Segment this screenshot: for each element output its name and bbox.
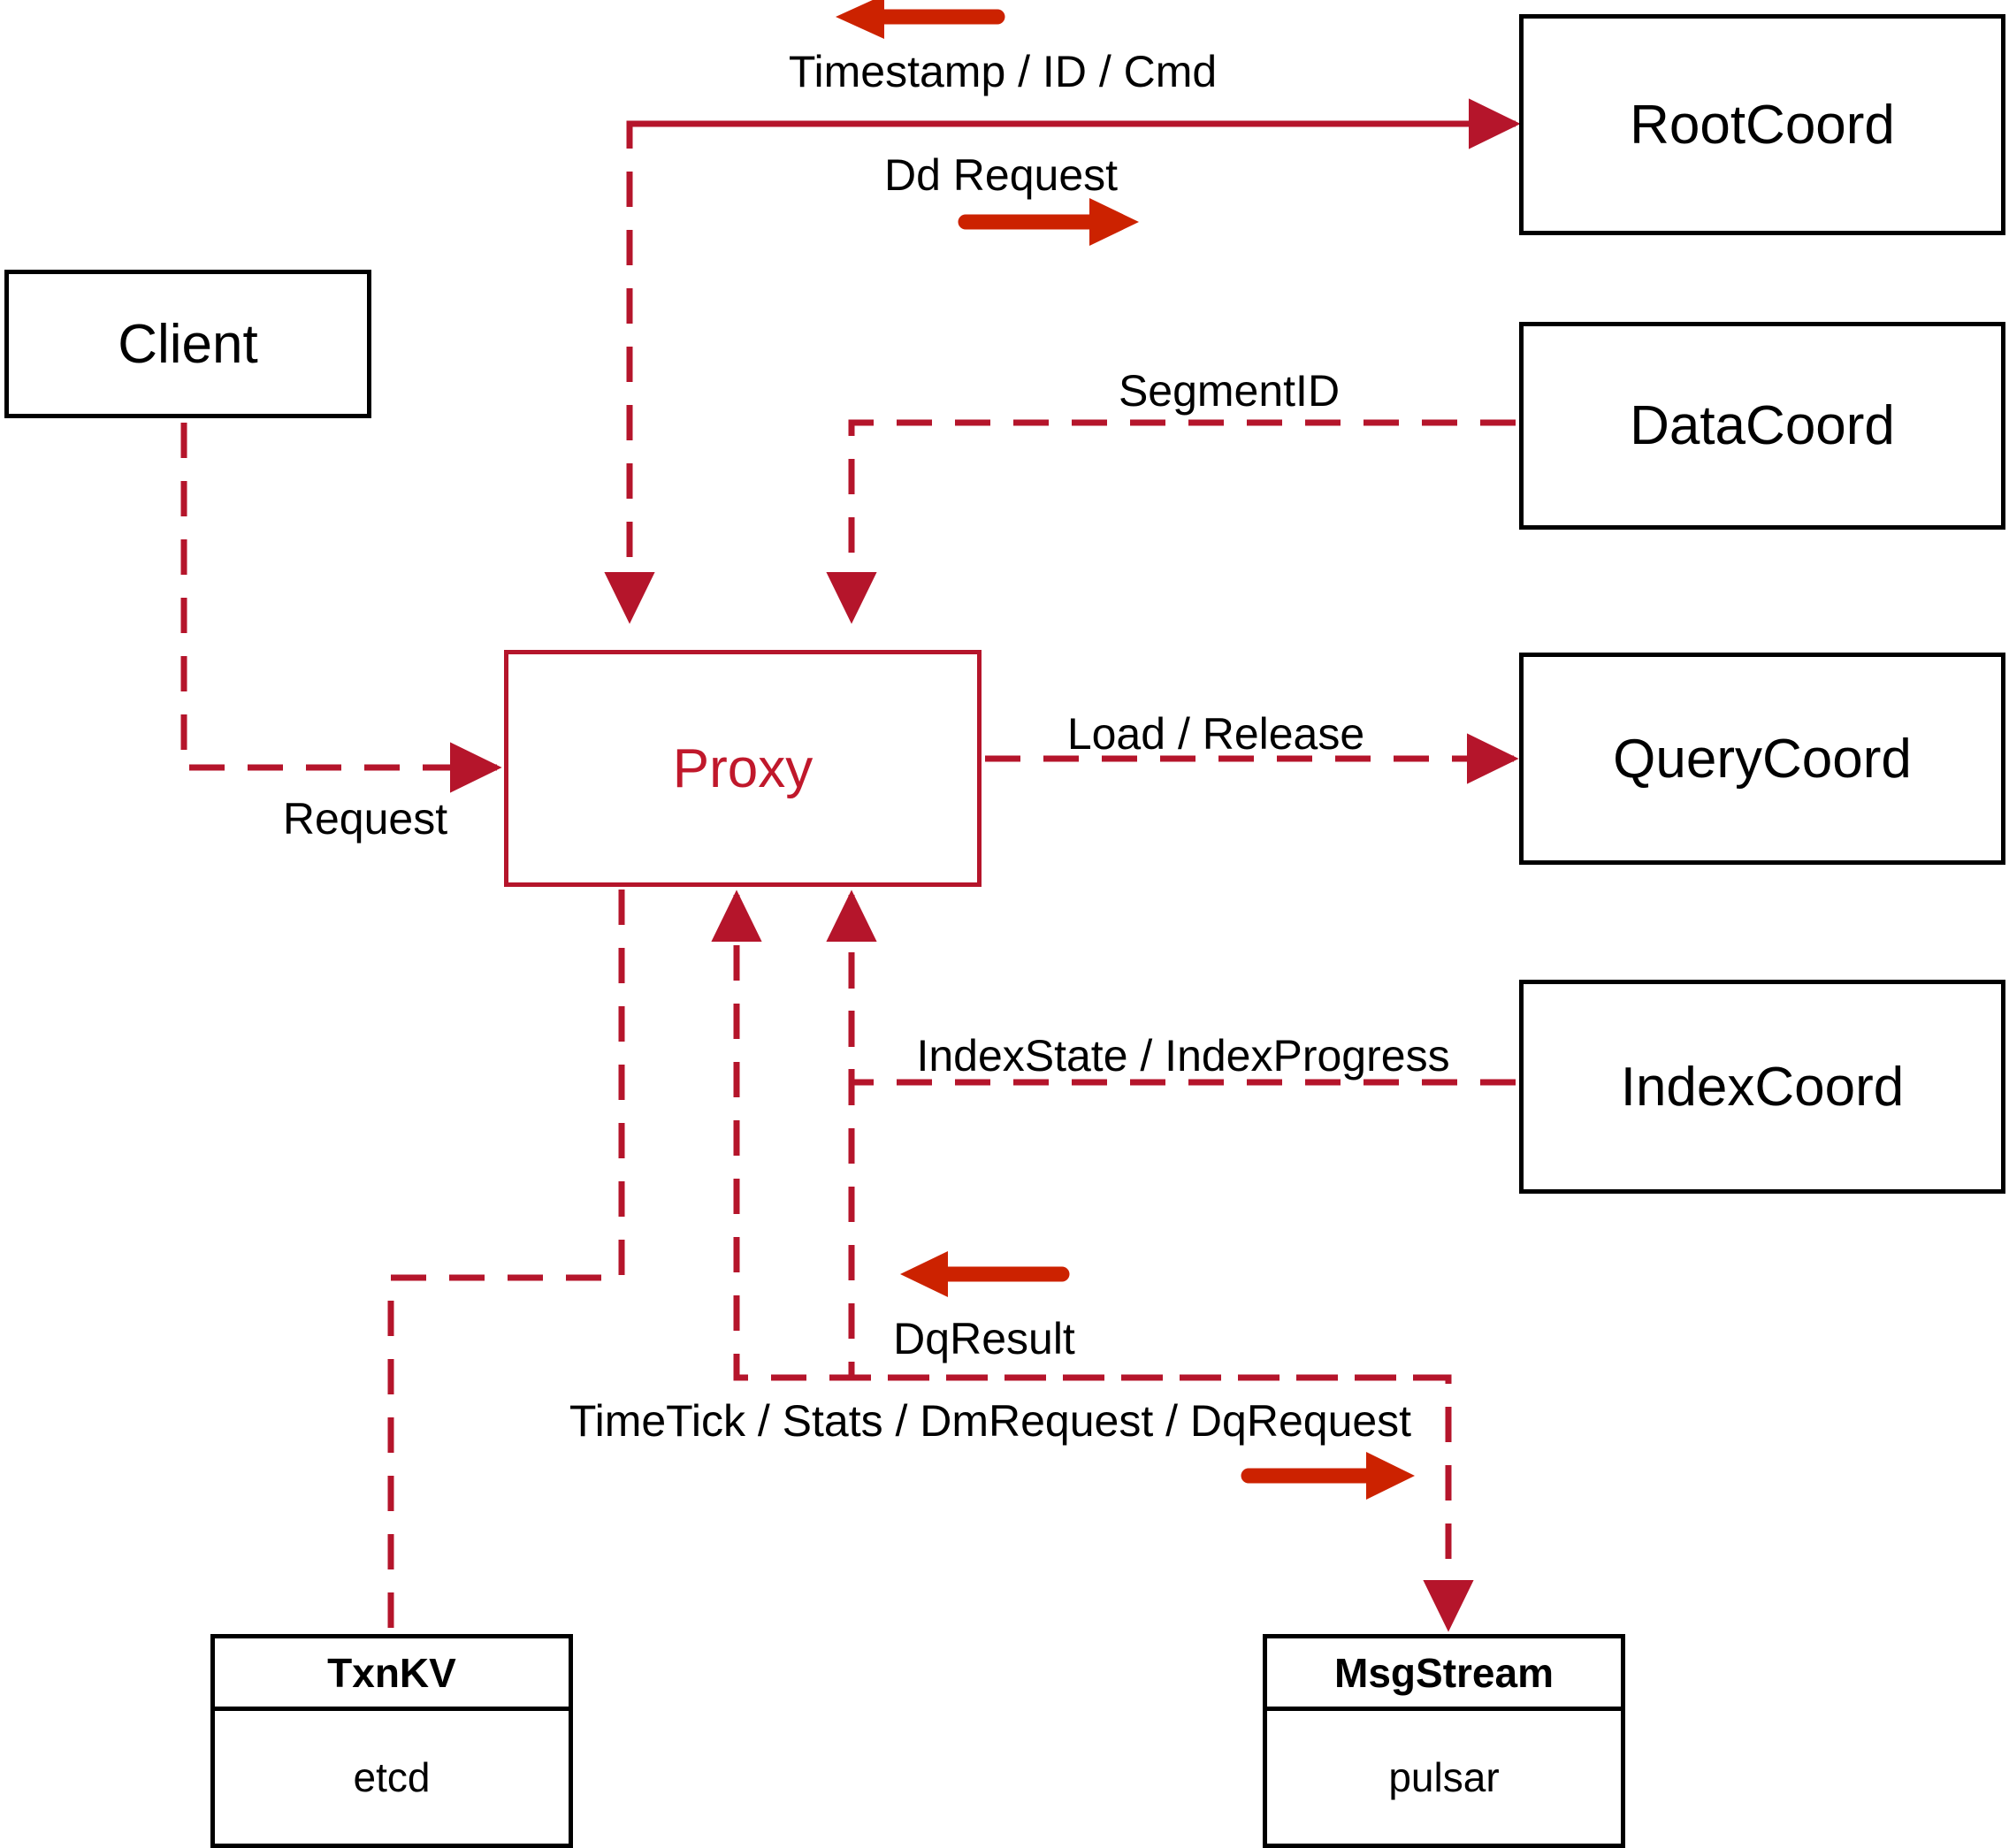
node-querycoord[interactable]: QueryCoord — [1519, 653, 2005, 865]
edge-dq-result — [711, 890, 1448, 1381]
node-proxy[interactable]: Proxy — [504, 650, 982, 887]
direction-arrow-dq-result — [900, 1251, 1070, 1297]
edge-label-dd-request: Dd Request — [883, 150, 1119, 200]
edge-proxy-txnkv — [387, 890, 625, 1634]
direction-arrow-time-tick — [1241, 1452, 1415, 1500]
edge-label-index-state-progress: IndexState / IndexProgress — [916, 1031, 1450, 1081]
edge-label-dq-result: DqResult — [893, 1314, 1075, 1363]
node-querycoord-label: QueryCoord — [1613, 728, 1912, 790]
node-msgstream-header: MsgStream — [1267, 1638, 1621, 1711]
edge-time-tick-stats — [848, 895, 1474, 1632]
direction-arrow-timestamp — [836, 0, 1005, 39]
direction-arrow-dd-request — [958, 198, 1139, 246]
edge-request — [180, 423, 502, 793]
node-msgstream-header-label: MsgStream — [1334, 1649, 1554, 1696]
node-rootcoord-label: RootCoord — [1630, 94, 1895, 156]
node-client-label: Client — [118, 313, 258, 375]
node-msgstream[interactable]: MsgStream pulsar — [1263, 1634, 1625, 1848]
node-client[interactable]: Client — [4, 270, 371, 418]
node-txnkv-header-label: TxnKV — [327, 1649, 456, 1696]
node-txnkv-header: TxnKV — [215, 1638, 569, 1711]
node-rootcoord[interactable]: RootCoord — [1519, 14, 2005, 235]
node-txnkv-body-label: etcd — [353, 1754, 431, 1800]
edge-label-time-tick-stats: TimeTick / Stats / DmRequest / DqRequest — [569, 1396, 1412, 1446]
edge-label-timestamp-id-cmd: Timestamp / ID / Cmd — [788, 47, 1218, 96]
edge-label-segment-id: SegmentID — [1118, 366, 1341, 416]
edge-label-load-release: Load / Release — [1066, 709, 1365, 759]
node-txnkv[interactable]: TxnKV etcd — [210, 1634, 573, 1848]
edge-segment-id — [826, 419, 1516, 624]
node-msgstream-body: pulsar — [1267, 1711, 1621, 1844]
node-datacoord-label: DataCoord — [1630, 395, 1895, 456]
node-msgstream-body-label: pulsar — [1388, 1754, 1500, 1800]
node-datacoord[interactable]: DataCoord — [1519, 322, 2005, 530]
node-proxy-label: Proxy — [672, 737, 814, 799]
node-txnkv-body: etcd — [215, 1711, 569, 1844]
edge-label-request: Request — [282, 794, 448, 844]
node-indexcoord-label: IndexCoord — [1620, 1056, 1905, 1118]
node-indexcoord[interactable]: IndexCoord — [1519, 980, 2005, 1194]
